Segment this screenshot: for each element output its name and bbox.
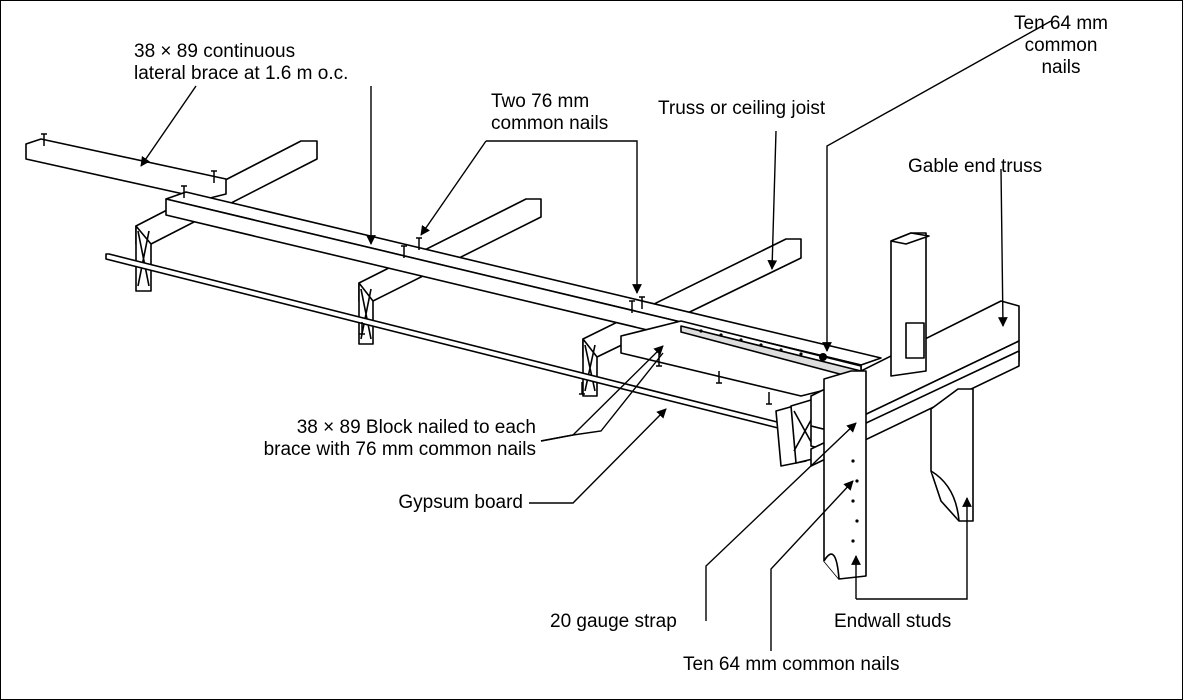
label-two-nails-line1: Two 76 mm <box>491 91 590 112</box>
label-ten-nails-top-line2: common <box>1024 35 1098 56</box>
label-strap: 20 gauge strap <box>550 611 677 632</box>
label-block-line1: 38 × 89 Block nailed to each <box>296 417 536 438</box>
label-gypsum: Gypsum board <box>398 492 523 513</box>
label-gable-truss: Gable end truss <box>908 156 1043 177</box>
label-ten-nails-bottom: Ten 64 mm common nails <box>683 654 900 675</box>
leader-gable-truss <box>997 168 1008 327</box>
leader-two-nails-b <box>486 140 642 294</box>
label-truss-joist: Truss or ceiling joist <box>658 98 826 119</box>
endwall-stud-front <box>823 370 867 580</box>
label-lateral-brace-line2: lateral brace at 1.6 m o.c. <box>134 63 349 84</box>
label-ten-nails-top: Ten 64 mm common nails <box>1011 13 1111 79</box>
endwall-stud-rear <box>930 388 974 522</box>
label-two-nails: Two 76 mm common nails <box>491 91 608 135</box>
leader-studs-b <box>856 497 972 600</box>
leader-lines <box>140 20 1052 651</box>
truss-vertical <box>890 232 930 377</box>
leader-lateral-brace-a <box>140 85 197 167</box>
block-assembly <box>620 320 862 467</box>
label-block: 38 × 89 Block nailed to each brace with … <box>151 417 536 461</box>
leader-ten-nails-bottom <box>770 480 854 651</box>
label-ten-nails-top-line1: Ten 64 mm <box>1014 13 1108 34</box>
label-lateral-brace: 38 × 89 continuous lateral brace at 1.6 … <box>134 41 348 85</box>
label-studs: Endwall studs <box>834 611 952 632</box>
leader-gypsum <box>529 408 667 504</box>
brace-stub <box>25 138 227 200</box>
label-block-line2: brace with 76 mm common nails <box>263 439 536 460</box>
leader-truss-joist <box>767 130 778 270</box>
leader-strap <box>705 422 857 621</box>
leader-ten-nails-top <box>822 20 1052 352</box>
label-lateral-brace-line1: 38 × 89 continuous <box>134 41 296 62</box>
leader-two-nails-a <box>420 140 487 236</box>
label-ten-nails-top-line3: nails <box>1041 57 1081 78</box>
nail-marks <box>41 133 772 405</box>
strap-nail-dots <box>699 329 859 543</box>
label-two-nails-line2: common nails <box>491 113 609 134</box>
leader-block-b <box>540 352 664 442</box>
